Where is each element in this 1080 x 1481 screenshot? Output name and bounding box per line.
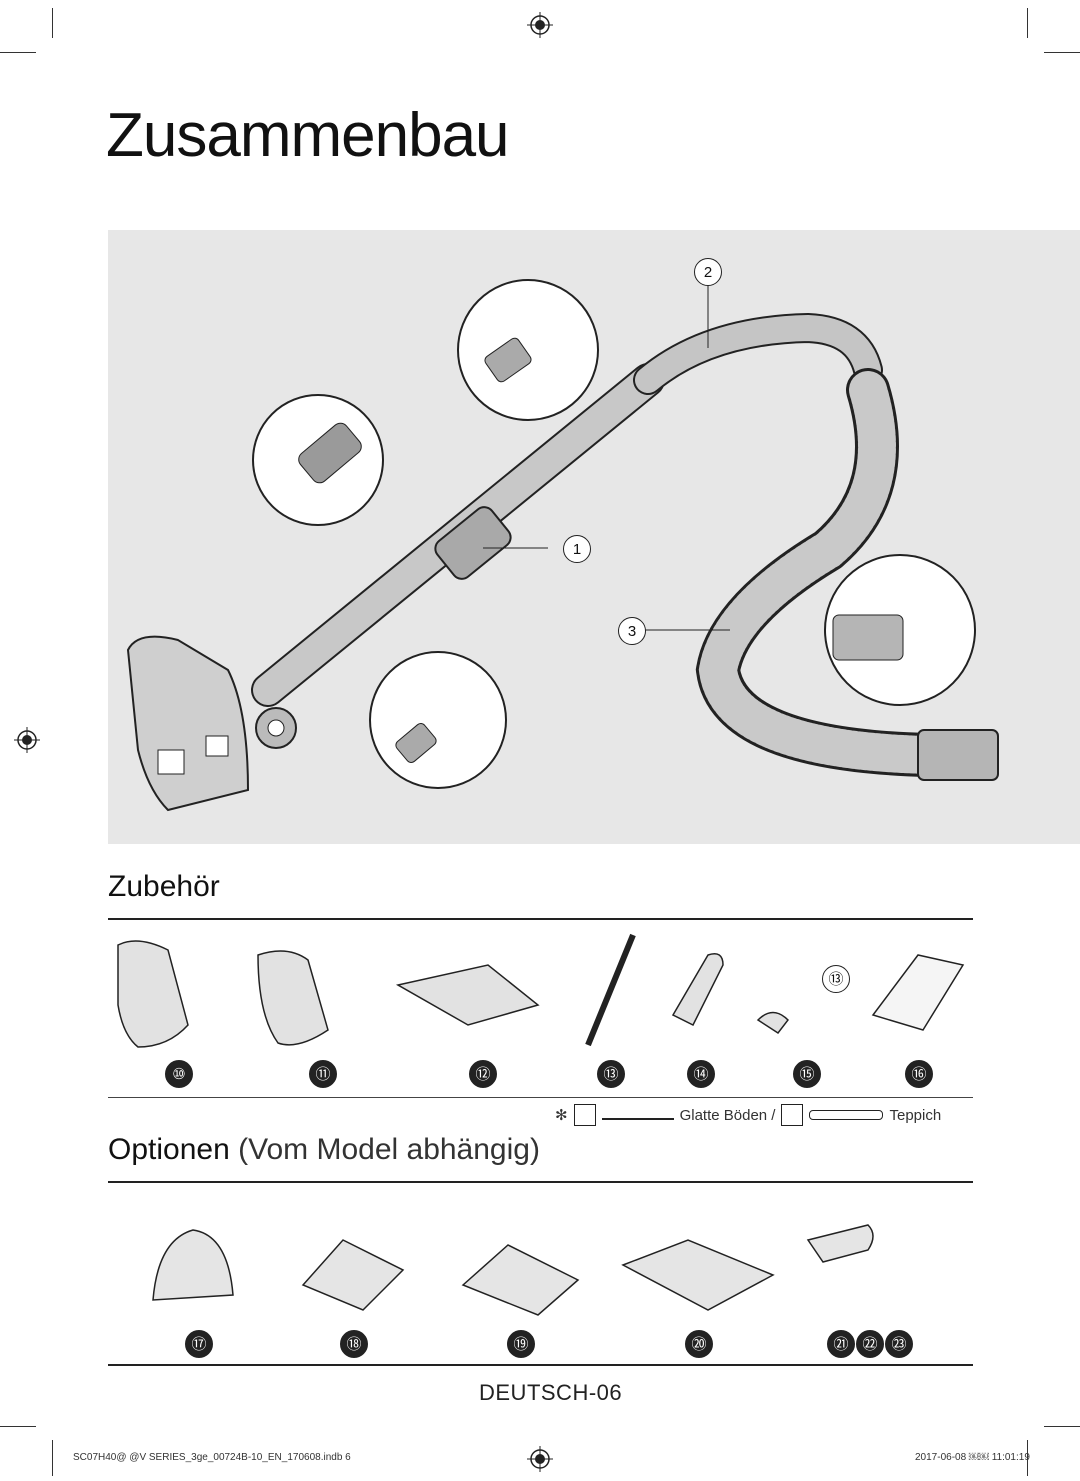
accessory-numbers: ⑩ ⑪ ⑫ ⑬ ⑭ ⑮ ⑯	[165, 1060, 965, 1090]
page-number: DEUTSCH-06	[479, 1380, 623, 1405]
option-20-number: ⑳	[685, 1330, 713, 1358]
page-title: Zusammenbau	[106, 101, 510, 170]
crop-mark	[0, 52, 36, 53]
legend-marker: ✻	[555, 1107, 568, 1124]
accessory-11-number: ⑪	[309, 1060, 337, 1088]
registration-mark-icon	[14, 727, 40, 753]
crop-mark	[1044, 52, 1080, 53]
legend-carpet-label: Teppich	[889, 1106, 942, 1124]
section-divider	[108, 1181, 973, 1183]
option-numbers: ⑰ ⑱ ⑲ ⑳ ㉑ ㉒ ㉓	[185, 1330, 975, 1360]
smooth-floor-icon	[573, 1104, 596, 1126]
crop-mark	[1027, 8, 1028, 38]
registration-mark-icon	[527, 1446, 553, 1472]
registration-mark-icon	[527, 12, 553, 38]
option-17-number: ⑰	[185, 1330, 213, 1358]
legend-smooth-floor-label: Glatte Böden /	[679, 1106, 776, 1124]
options-illustration	[152, 1224, 874, 1316]
crop-mark	[1044, 1426, 1080, 1427]
option-22-number: ㉒	[856, 1330, 884, 1358]
accessories-illustration	[117, 933, 965, 1048]
crop-mark	[52, 1440, 53, 1476]
option-21-23-numbers: ㉑ ㉒ ㉓	[827, 1330, 913, 1358]
option-18-number: ⑱	[340, 1330, 368, 1358]
option-19-number: ⑲	[507, 1330, 535, 1358]
assembly-illustration: 2 1 3	[108, 230, 1080, 844]
accessory-14-number: ⑭	[687, 1060, 715, 1088]
options-title-main: Optionen	[108, 1133, 230, 1166]
accessory-12-number: ⑫	[469, 1060, 497, 1088]
callout-2: 2	[694, 258, 722, 286]
accessory-13-number: ⑬	[597, 1060, 625, 1088]
callout-3: 3	[618, 617, 646, 645]
imprint-file: SC07H40@ @V SERIES_3ge_00724B-10_EN_1706…	[73, 1452, 351, 1463]
floor-type-legend: ✻ Glatte Böden / Teppich	[555, 1104, 941, 1126]
badge-13-inline: ⑬	[822, 965, 850, 993]
brush-strip-icon	[601, 1110, 674, 1120]
vacuum-assembly-drawing	[126, 278, 999, 812]
callout-1: 1	[563, 535, 591, 563]
section-divider	[108, 1364, 973, 1366]
option-21-number: ㉑	[827, 1330, 855, 1358]
accessories-heading: Zubehör	[108, 870, 220, 903]
section-divider	[108, 1097, 973, 1098]
accessory-10-number: ⑩	[165, 1060, 193, 1088]
section-divider	[108, 918, 973, 920]
option-23-number: ㉓	[885, 1330, 913, 1358]
options-title-sub: (Vom Model abhängig)	[238, 1133, 540, 1166]
imprint-date: 2017-06-08 ￼￼ 11:01:19	[915, 1452, 1030, 1463]
crop-mark	[1027, 1440, 1028, 1476]
accessory-15-number: ⑮	[793, 1060, 821, 1088]
crop-mark	[52, 8, 53, 38]
crop-mark	[0, 1426, 36, 1427]
carpet-strip-icon	[809, 1110, 884, 1120]
accessory-16-number: ⑯	[905, 1060, 933, 1088]
carpet-icon	[781, 1104, 804, 1126]
options-heading: Optionen (Vom Model abhängig)	[108, 1133, 540, 1167]
